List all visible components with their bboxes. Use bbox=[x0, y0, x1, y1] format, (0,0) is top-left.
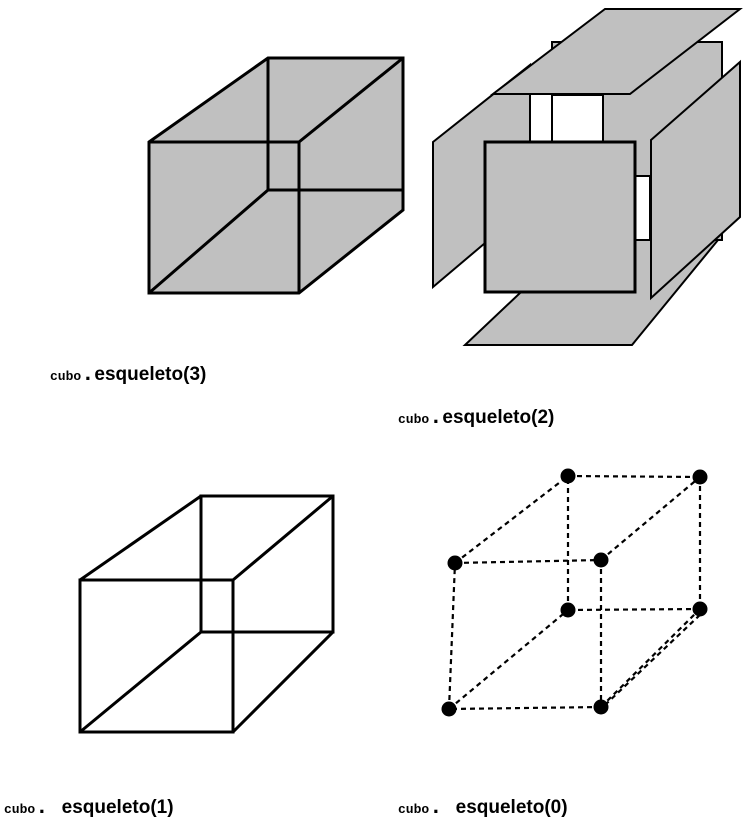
caption-dot: . bbox=[429, 795, 456, 820]
exploded-faces-figure bbox=[432, 8, 743, 346]
top-face bbox=[490, 8, 743, 95]
dashed-edge bbox=[454, 475, 569, 564]
solid-cube-figure bbox=[147, 56, 405, 295]
dashed-edge bbox=[604, 611, 704, 706]
caption-skeleton-3: cubo.esqueleto(3) bbox=[50, 362, 206, 387]
vertex-dot bbox=[593, 552, 609, 568]
front-face bbox=[483, 140, 637, 294]
solid-cube-edge bbox=[298, 56, 404, 144]
vertex-dot bbox=[593, 699, 609, 715]
wireframe-front-face bbox=[78, 578, 235, 734]
wireframe-edge bbox=[79, 630, 202, 734]
dashed-edge bbox=[448, 609, 569, 710]
caption-skeleton-2: cubo.esqueleto(2) bbox=[398, 405, 554, 430]
dashed-edge bbox=[567, 607, 701, 612]
caption-skeleton-1: cubo. esqueleto(1) bbox=[4, 795, 174, 820]
solid-cube-hidden-edge bbox=[148, 188, 269, 295]
dashed-edges bbox=[447, 474, 704, 711]
wireframe-edge bbox=[231, 630, 335, 734]
caption-method: esqueleto(3) bbox=[94, 364, 207, 385]
vertex-cube-figure bbox=[441, 468, 708, 717]
caption-object-name: cubo bbox=[398, 412, 430, 427]
caption-method: esqueleto(1) bbox=[61, 797, 174, 818]
caption-dot: . bbox=[81, 362, 95, 387]
vertex-dot bbox=[447, 555, 463, 571]
caption-object-name: cubo bbox=[50, 369, 82, 384]
right-face bbox=[650, 59, 741, 301]
dashed-edge bbox=[447, 562, 457, 710]
vertex-dot bbox=[441, 701, 457, 717]
dashed-edge bbox=[448, 705, 602, 711]
vertices bbox=[441, 468, 708, 717]
vertex-dot bbox=[692, 469, 708, 485]
wireframe-edge bbox=[79, 494, 202, 582]
vertex-dot bbox=[560, 468, 576, 484]
vertex-dot bbox=[692, 601, 708, 617]
caption-method: esqueleto(2) bbox=[442, 407, 555, 428]
caption-object-name: cubo bbox=[4, 802, 36, 817]
dashed-edge bbox=[567, 474, 701, 479]
wireframe-back-face bbox=[199, 494, 335, 634]
back-face-opening bbox=[551, 94, 604, 143]
dashed-edge bbox=[600, 608, 701, 708]
dashed-edge bbox=[600, 476, 701, 561]
wireframe-cube-figure bbox=[78, 494, 335, 734]
caption-dot: . bbox=[429, 405, 443, 430]
caption-method: esqueleto(0) bbox=[455, 797, 568, 818]
caption-dot: . bbox=[35, 795, 62, 820]
wireframe-edge bbox=[232, 494, 334, 582]
solid-cube-silhouette bbox=[147, 56, 405, 295]
dashed-edge bbox=[454, 558, 602, 565]
vertex-dot bbox=[560, 602, 576, 618]
caption-object-name: cubo bbox=[398, 802, 430, 817]
caption-skeleton-0: cubo. esqueleto(0) bbox=[398, 795, 568, 820]
